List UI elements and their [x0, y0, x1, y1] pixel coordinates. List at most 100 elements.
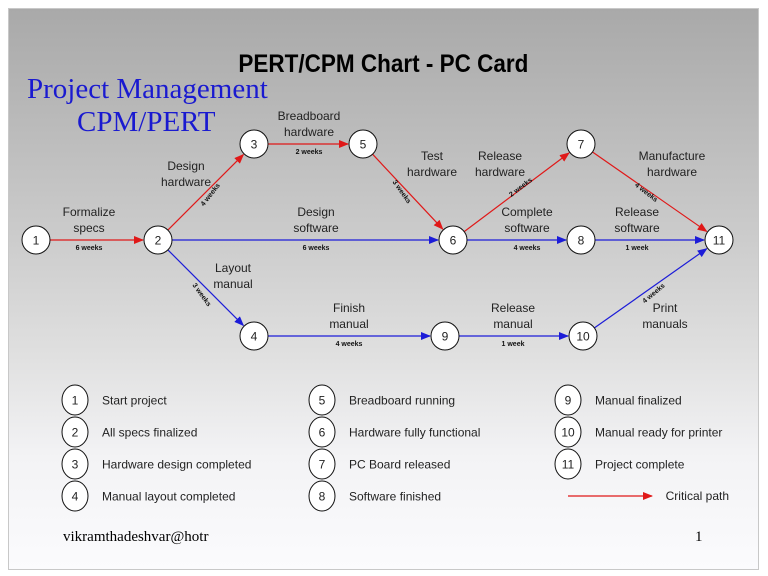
activity-duration: 4 weeks [633, 182, 659, 204]
activity-arrow-6-7 [463, 152, 570, 233]
activity-name-line2: specs [73, 221, 104, 235]
activity-name-line1: Finish [333, 301, 365, 315]
legend-item-6: 6 Hardware fully functional [308, 416, 480, 448]
legend-item-7: 7 PC Board released [308, 448, 450, 480]
legend-event-number: 11 [562, 458, 575, 472]
activity-arrow-2-4 [167, 249, 245, 327]
activity-name-line1: Design [297, 205, 334, 219]
event-node-number: 5 [360, 138, 367, 152]
critical-path-label: Critical path [666, 489, 729, 503]
activity-name-line1: Complete [501, 205, 553, 219]
activity-duration: 1 week [502, 341, 525, 348]
legend-event-label: Start project [102, 394, 167, 408]
activity-name-line2: hardware [407, 165, 457, 179]
event-node-number: 6 [450, 234, 457, 248]
legend-item-2: 2 All specs finalized [61, 416, 197, 448]
legend-item-10: 10 Manual ready for printer [554, 416, 722, 448]
legend-event-number: 9 [565, 394, 572, 408]
legend-event-number: 3 [72, 458, 79, 472]
event-node-11: 11 [704, 225, 734, 255]
activity-duration: 6 weeks [303, 245, 330, 252]
legend-event-number: 10 [561, 426, 575, 440]
event-node-6: 6 [438, 225, 468, 255]
legend-item-11: 11 Project complete [554, 448, 685, 480]
activity-duration: 4 weeks [336, 341, 363, 348]
activity-duration: 2 weeks [508, 177, 534, 199]
activity-name-line1: Breadboard [278, 109, 341, 123]
event-node-4: 4 [239, 321, 269, 351]
activity-duration: 4 weeks [514, 245, 541, 252]
legend-item-3: 3 Hardware design completed [61, 448, 251, 480]
activity-name-line2: manuals [642, 317, 687, 331]
activity-name-line2: manual [329, 317, 368, 331]
legend-event-number: 5 [319, 394, 326, 408]
activity-duration: 6 weeks [76, 245, 103, 252]
activity-duration: 3 weeks [190, 282, 212, 308]
activity-name-line2: hardware [647, 165, 697, 179]
activity-name-line1: Design [167, 159, 204, 173]
legend-event-number: 8 [319, 490, 326, 504]
event-node-1: 1 [21, 225, 51, 255]
legend-event-label: Manual layout completed [102, 490, 235, 504]
event-node-number: 8 [578, 234, 585, 248]
slide-frame [8, 8, 759, 570]
activity-duration: 2 weeks [296, 149, 323, 156]
activity-name-line2: software [293, 221, 339, 235]
legend-event-label: Hardware fully functional [349, 426, 480, 440]
activity-name-line1: Release [491, 301, 535, 315]
activity-name-line2: software [614, 221, 660, 235]
event-node-number: 11 [713, 234, 726, 248]
legend-event-number: 2 [72, 426, 79, 440]
legend-event-label: Breadboard running [349, 394, 455, 408]
activity-name-line2: manual [213, 277, 252, 291]
activity-arrow-2-3 [167, 153, 245, 231]
event-node-7: 7 [566, 129, 596, 159]
legend-event-number: 4 [72, 490, 79, 504]
event-node-number: 4 [251, 330, 258, 344]
event-node-10: 10 [568, 321, 598, 351]
activity-name-line1: Layout [215, 261, 252, 275]
activity-arrow-5-6 [372, 153, 444, 230]
event-node-number: 10 [576, 330, 590, 344]
activity-name-line1: Manufacture [639, 149, 706, 163]
overlay-title-line2: CPM/PERT [77, 106, 216, 138]
activity-name-line2: hardware [161, 175, 211, 189]
activity-name-line1: Test [421, 149, 444, 163]
event-node-5: 5 [348, 129, 378, 159]
activity-name-line1: Formalize [63, 205, 116, 219]
activity-name-line2: hardware [475, 165, 525, 179]
legend-event-number: 6 [319, 426, 326, 440]
legend-item-8: 8 Software finished [308, 480, 441, 512]
event-node-number: 3 [251, 138, 258, 152]
legend-event-label: Hardware design completed [102, 458, 251, 472]
event-node-number: 2 [155, 234, 162, 248]
legend-event-label: Manual finalized [595, 394, 682, 408]
event-node-2: 2 [143, 225, 173, 255]
legend-event-number: 1 [72, 394, 79, 408]
event-node-3: 3 [239, 129, 269, 159]
legend-event-label: Project complete [595, 458, 685, 472]
legend-item-4: 4 Manual layout completed [61, 480, 235, 512]
activity-name-line2: manual [493, 317, 532, 331]
legend-event-label: All specs finalized [102, 426, 197, 440]
legend-item-1: 1 Start project [61, 384, 167, 416]
activity-name-line2: software [504, 221, 550, 235]
legend-event-label: PC Board released [349, 458, 450, 472]
overlay-title-line1: Project Management [27, 73, 268, 105]
page-number: 1 [695, 529, 703, 545]
activity-name-line1: Print [653, 301, 678, 315]
event-node-number: 9 [442, 330, 449, 344]
legend-critical-path: Critical path [568, 489, 729, 503]
legend-event-number: 7 [319, 458, 326, 472]
slide-title: PERT/CPM Chart - PC Card [238, 50, 529, 78]
activity-arrow-7-11 [592, 151, 708, 233]
event-node-9: 9 [430, 321, 460, 351]
legend-event-label: Software finished [349, 490, 441, 504]
event-node-8: 8 [566, 225, 596, 255]
footer-author: vikramthadeshvar@hotr [63, 529, 209, 545]
activity-name-line1: Release [478, 149, 522, 163]
activity-arrow-10-11 [594, 248, 708, 329]
legend-event-label: Manual ready for printer [595, 426, 722, 440]
activity-duration: 1 week [626, 245, 649, 252]
